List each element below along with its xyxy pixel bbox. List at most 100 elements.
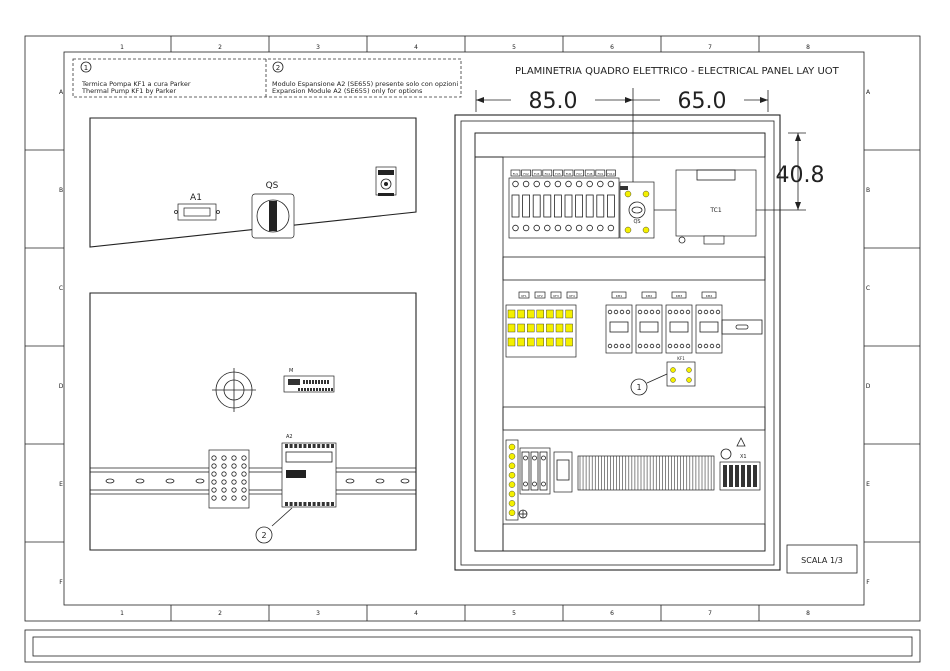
m-pin bbox=[310, 388, 312, 391]
dimension-width-left: 85.0 bbox=[475, 86, 633, 114]
m-pin bbox=[316, 388, 318, 391]
breaker-terminal bbox=[546, 337, 554, 347]
fuse-holder bbox=[532, 194, 541, 218]
contactor-terminal bbox=[679, 343, 685, 349]
fuse-terminal bbox=[607, 224, 615, 232]
signal-lamp bbox=[508, 472, 516, 479]
a2-pin bbox=[321, 502, 325, 506]
title-block-inner bbox=[32, 636, 913, 657]
m-pin bbox=[312, 380, 314, 384]
contactor-window bbox=[669, 321, 689, 333]
m-pin bbox=[301, 388, 303, 391]
fuse-holder bbox=[522, 194, 530, 218]
note-1-line1: Termica Pompa KF1 a cura Parker bbox=[81, 80, 191, 88]
row-label-right: A bbox=[866, 89, 871, 96]
relay-terminal bbox=[231, 479, 237, 485]
breaker-terminal bbox=[507, 309, 516, 319]
a2-pin bbox=[294, 444, 298, 448]
rail-slot bbox=[345, 478, 355, 484]
relay-slot bbox=[539, 451, 548, 491]
fuse-terminal bbox=[554, 224, 562, 232]
fuse-terminal bbox=[544, 180, 551, 188]
a2-pin bbox=[303, 444, 307, 448]
callout-2-label: 2 bbox=[261, 531, 266, 540]
contactor-terminal bbox=[673, 309, 679, 315]
fuse-holder bbox=[543, 194, 552, 218]
din-rail-row2 bbox=[721, 319, 763, 335]
fuse-label: FU3 bbox=[534, 172, 540, 176]
fuse-tag bbox=[574, 169, 584, 177]
note-1: 1 Termica Pompa KF1 a cura Parker Therma… bbox=[80, 61, 191, 95]
contactor-terminal bbox=[607, 343, 613, 349]
fuse-tag bbox=[553, 169, 563, 177]
fuse-terminal bbox=[522, 180, 530, 188]
a2-pin bbox=[317, 444, 321, 448]
door-lower-view: M A2 2 bbox=[89, 292, 417, 551]
breaker-terminal bbox=[565, 323, 573, 333]
relay-terminal bbox=[211, 495, 217, 501]
contactor-terminal bbox=[709, 343, 715, 349]
relay-block-row3 bbox=[519, 447, 551, 495]
signal-lamp bbox=[508, 481, 516, 488]
column-label-top: 6 bbox=[610, 44, 614, 51]
fuse-tag bbox=[542, 169, 553, 177]
breaker-tag bbox=[566, 291, 578, 299]
contactor-label: KM2 bbox=[646, 294, 653, 298]
relay-terminal bbox=[211, 455, 217, 461]
a2-pin bbox=[298, 444, 302, 448]
contactor-terminal bbox=[607, 309, 613, 315]
fuse-terminal bbox=[554, 180, 562, 188]
contactor-terminal bbox=[673, 343, 679, 349]
fuse-terminal bbox=[533, 224, 540, 232]
contactor-terminal bbox=[637, 309, 643, 315]
fuse-tag bbox=[606, 169, 616, 177]
ground-terminal bbox=[723, 465, 727, 487]
qs-main-switch-handle bbox=[251, 193, 295, 239]
breaker-terminal bbox=[536, 309, 544, 319]
fuse-terminal bbox=[586, 180, 593, 188]
breaker-terminal bbox=[527, 309, 535, 319]
fuse-terminal bbox=[544, 224, 551, 232]
column-label-top: 2 bbox=[218, 44, 222, 51]
fuse-terminal bbox=[575, 180, 583, 188]
scale-label: SCALA 1/3 bbox=[801, 556, 843, 565]
m-pin bbox=[307, 388, 309, 391]
relay-terminal bbox=[241, 487, 247, 493]
relay-terminal bbox=[532, 455, 537, 461]
m-pin bbox=[327, 380, 329, 384]
fuse-label: FU8 bbox=[587, 172, 593, 176]
qs-panel-label: QS bbox=[633, 219, 640, 225]
wiring-ducts bbox=[474, 132, 766, 552]
row-label-right: B bbox=[866, 187, 870, 194]
fuse-label: FU9 bbox=[598, 172, 604, 176]
m-pin bbox=[304, 388, 306, 391]
contactor-terminal bbox=[643, 343, 649, 349]
a1-display bbox=[174, 203, 220, 221]
m-pin bbox=[331, 388, 333, 391]
ground-terminal bbox=[753, 465, 757, 487]
a2-pin bbox=[294, 502, 298, 506]
relay-terminal bbox=[221, 471, 227, 477]
rail-slot bbox=[375, 478, 385, 484]
rail-slot bbox=[105, 478, 115, 484]
relay-terminal bbox=[241, 495, 247, 501]
m-pin bbox=[325, 388, 327, 391]
breaker-terminal bbox=[517, 323, 525, 333]
row-label-right: E bbox=[866, 481, 870, 488]
a2-pin bbox=[285, 444, 288, 448]
breaker-tag bbox=[534, 291, 546, 299]
contactor-terminal bbox=[667, 309, 673, 315]
fuse-label: FU1 bbox=[513, 172, 519, 176]
breaker-terminal bbox=[507, 337, 516, 347]
fuse-terminal bbox=[512, 224, 519, 232]
relay-terminal bbox=[211, 463, 217, 469]
a2-pin bbox=[298, 502, 302, 506]
breaker-terminal bbox=[536, 323, 544, 333]
m-pin bbox=[322, 388, 324, 391]
fuse-terminal bbox=[607, 180, 615, 188]
outer-border bbox=[24, 35, 921, 622]
breaker-terminal bbox=[527, 337, 535, 347]
note-2-line1: Modulo Espansione A2 (SE655) presente so… bbox=[272, 80, 458, 88]
fuse-terminal bbox=[522, 224, 530, 232]
